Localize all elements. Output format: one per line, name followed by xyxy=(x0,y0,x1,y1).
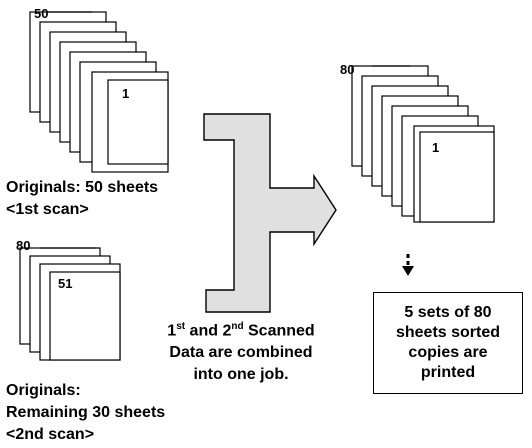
combined-front-number: 1 xyxy=(432,140,440,155)
combine-line-2: Data are combined xyxy=(169,344,313,362)
combined-top-number: 80 xyxy=(340,62,355,77)
combine-description: 1st and 2nd Scanned Data are combined in… xyxy=(150,316,332,386)
front-sheet-1st-scan xyxy=(107,79,169,165)
front-sheet-2nd-scan xyxy=(49,271,121,361)
front-sheet-combined xyxy=(419,131,495,223)
stack-1st-front-number: 1 xyxy=(122,86,130,101)
caption-2nd-scan: Originals: Remaining 30 sheets <2nd scan… xyxy=(6,382,166,443)
down-arrow xyxy=(402,254,414,276)
stack-1st-top-number: 50 xyxy=(34,6,49,21)
combine-line-3: into one job. xyxy=(193,366,289,384)
stack-2nd-top-number: 80 xyxy=(16,238,31,253)
caption-1st-scan: Originals: 50 sheets <1st scan> xyxy=(6,179,159,218)
combine-arrow xyxy=(203,113,337,313)
original-stack-2nd-scan xyxy=(19,247,121,361)
stack-2nd-front-number: 51 xyxy=(58,276,73,291)
combined-stack xyxy=(351,65,495,223)
combine-line-1: 1st and 2nd Scanned xyxy=(167,321,315,340)
original-stack-1st-scan xyxy=(29,11,169,173)
result-box: 5 sets of 80 sheets sorted copies are pr… xyxy=(373,292,523,394)
